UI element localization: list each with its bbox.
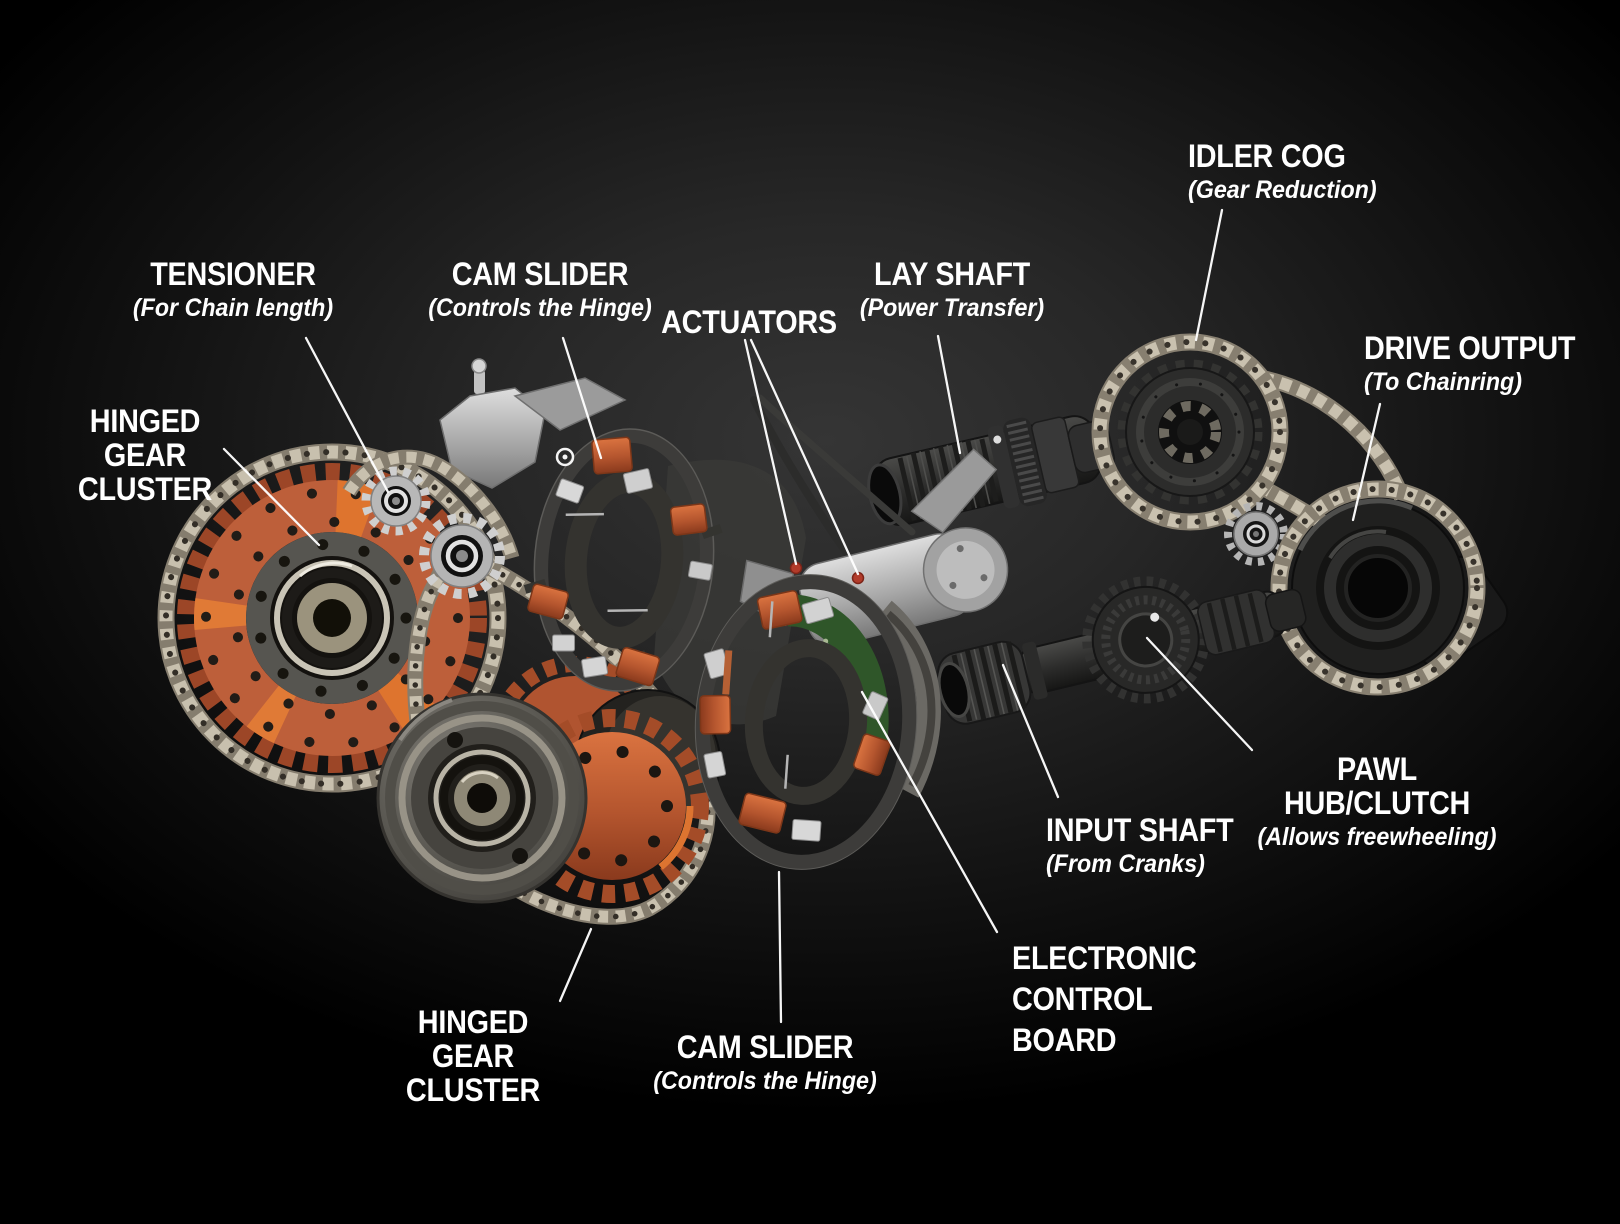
label-hinged-gear-cluster-bottom: HINGED GEAR CLUSTER xyxy=(363,1005,583,1107)
leader-idler xyxy=(1194,208,1224,342)
label-cam-slider-top-title: CAM SLIDER xyxy=(451,256,629,292)
hinged-gear-cluster-bottom-art xyxy=(376,656,721,904)
label-cam-slider-bottom-title: CAM SLIDER xyxy=(676,1029,854,1065)
chain xyxy=(1270,480,1486,696)
input-shaft-splined-end xyxy=(937,640,1032,725)
cam-slider-top-art xyxy=(523,428,723,692)
label-lay-shaft-title: LAY SHAFT xyxy=(873,256,1031,292)
leader-lay-shaft xyxy=(936,334,962,455)
label-cam-slider-top-subtitle: (Controls the Hinge) xyxy=(428,294,652,322)
leader-hinged-top xyxy=(222,447,321,547)
label-input-shaft-title: INPUT SHAFT xyxy=(1046,812,1234,848)
leader-drive-output xyxy=(1351,402,1382,522)
tensioner-sprocket-b xyxy=(419,513,505,599)
chain xyxy=(157,443,507,793)
leader-hinged-bottom xyxy=(558,927,593,1003)
label-idler-cog-subtitle: (Gear Reduction) xyxy=(1188,176,1377,204)
leader-tensioner xyxy=(304,336,390,494)
label-cam-slider-top: CAM SLIDER (Controls the Hinge) xyxy=(390,257,690,323)
label-pawl-hub-subtitle: (Allows freewheeling) xyxy=(1257,823,1497,851)
label-tensioner-title: TENSIONER xyxy=(150,256,316,292)
label-hinged-gear-cluster-top: HINGED GEAR CLUSTER xyxy=(35,404,255,506)
chain xyxy=(1091,333,1289,531)
tensioner-sprocket-a xyxy=(361,466,431,536)
floating-screw-icon xyxy=(555,447,575,467)
label-input-shaft-subtitle: (From Cranks) xyxy=(1046,850,1205,878)
label-cam-slider-bottom-subtitle: (Controls the Hinge) xyxy=(653,1067,877,1095)
leader-cam-bottom xyxy=(777,870,783,1024)
label-actuators: ACTUATORS xyxy=(629,305,869,339)
label-drive-output-subtitle: (To Chainring) xyxy=(1364,368,1522,396)
label-input-shaft: INPUT SHAFT (From Cranks) xyxy=(1046,813,1306,879)
transfer-sprocket-art xyxy=(1224,502,1288,566)
label-tensioner: TENSIONER (For Chain length) xyxy=(93,257,373,323)
leader-pawl-hub xyxy=(1145,636,1254,752)
drive-output-art xyxy=(1270,480,1509,696)
label-pawl-hub: PAWL HUB/CLUTCH (Allows freewheeling) xyxy=(1227,752,1527,852)
label-lay-shaft-subtitle: (Power Transfer) xyxy=(859,294,1045,322)
label-hinged-gear-cluster-bottom-title: HINGED GEAR CLUSTER xyxy=(405,1004,541,1108)
label-drive-output: DRIVE OUTPUT (To Chainring) xyxy=(1364,331,1614,397)
cam-slider-bottom-art xyxy=(694,574,918,870)
label-hinged-gear-cluster-top-title: HINGED GEAR CLUSTER xyxy=(77,403,213,507)
label-pawl-hub-title: PAWL HUB/CLUTCH xyxy=(1283,751,1471,821)
label-tensioner-subtitle: (For Chain length) xyxy=(132,294,334,322)
label-lay-shaft: LAY SHAFT (Power Transfer) xyxy=(812,257,1092,323)
leader-actuators-1 xyxy=(743,338,798,566)
label-idler-cog-title: IDLER COG xyxy=(1188,138,1346,174)
label-actuators-title: ACTUATORS xyxy=(661,304,837,340)
label-electronic-control-board: ELECTRONIC CONTROL BOARD xyxy=(1012,938,1272,1061)
label-electronic-control-board-title: ELECTRONIC CONTROL BOARD xyxy=(1012,940,1197,1058)
clutch-drum xyxy=(376,692,588,904)
label-drive-output-title: DRIVE OUTPUT xyxy=(1364,330,1576,366)
leader-cam-top xyxy=(561,336,603,460)
leader-lines xyxy=(222,208,1382,1024)
leader-ecb xyxy=(860,690,999,934)
leader-actuators-2 xyxy=(749,338,860,576)
leader-input-shaft xyxy=(1001,663,1060,799)
label-cam-slider-bottom: CAM SLIDER (Controls the Hinge) xyxy=(615,1030,915,1096)
label-idler-cog: IDLER COG (Gear Reduction) xyxy=(1188,139,1498,205)
chain xyxy=(407,537,716,925)
